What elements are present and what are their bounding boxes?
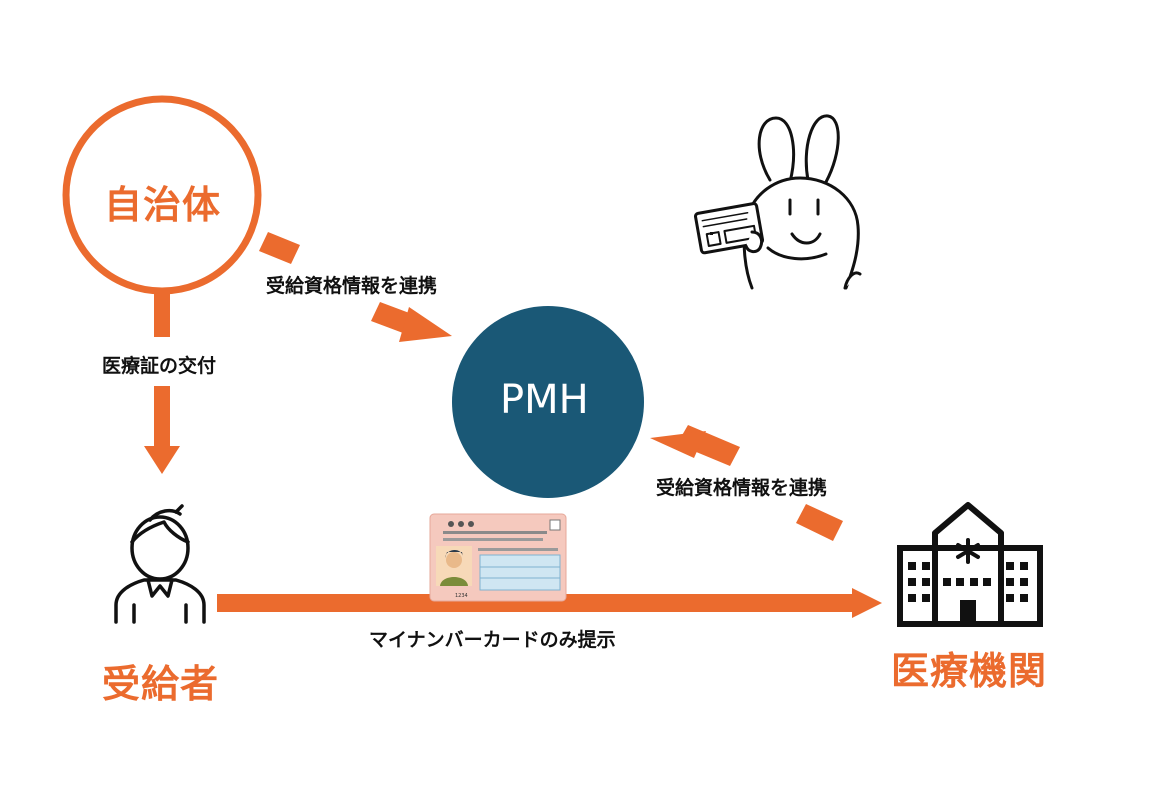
municipality-node bbox=[62, 95, 262, 295]
edge-label-recipient-to-institution: マイナンバーカードのみ提示 bbox=[369, 629, 616, 651]
pmh-node bbox=[452, 306, 644, 498]
medical-institution-label: 医療機関 bbox=[891, 649, 1048, 693]
pmh-label: PMH bbox=[500, 377, 589, 423]
arrow-recipient-to-institution bbox=[217, 588, 882, 618]
person-icon bbox=[114, 504, 206, 624]
edge-label-municipality-to-pmh: 受給資格情報を連携 bbox=[266, 275, 438, 297]
edge-label-municipality-to-recipient: 医療証の交付 bbox=[102, 355, 217, 377]
municipality-label: 自治体 bbox=[104, 183, 222, 227]
recipient-label: 受給者 bbox=[102, 662, 220, 706]
rabbit-mascot-with-card bbox=[693, 114, 862, 290]
edge-label-institution-to-pmh: 受給資格情報を連携 bbox=[656, 477, 828, 499]
arrow-municipality-to-recipient bbox=[144, 293, 180, 474]
hospital-building-icon bbox=[897, 502, 1043, 627]
mascot-card-detail bbox=[710, 232, 713, 235]
my-number-card-icon: 1234 bbox=[429, 513, 567, 602]
arrow-institution-to-pmh bbox=[650, 425, 843, 541]
card-number-text: 1234 bbox=[455, 593, 468, 599]
arrow-municipality-to-pmh bbox=[259, 232, 452, 342]
